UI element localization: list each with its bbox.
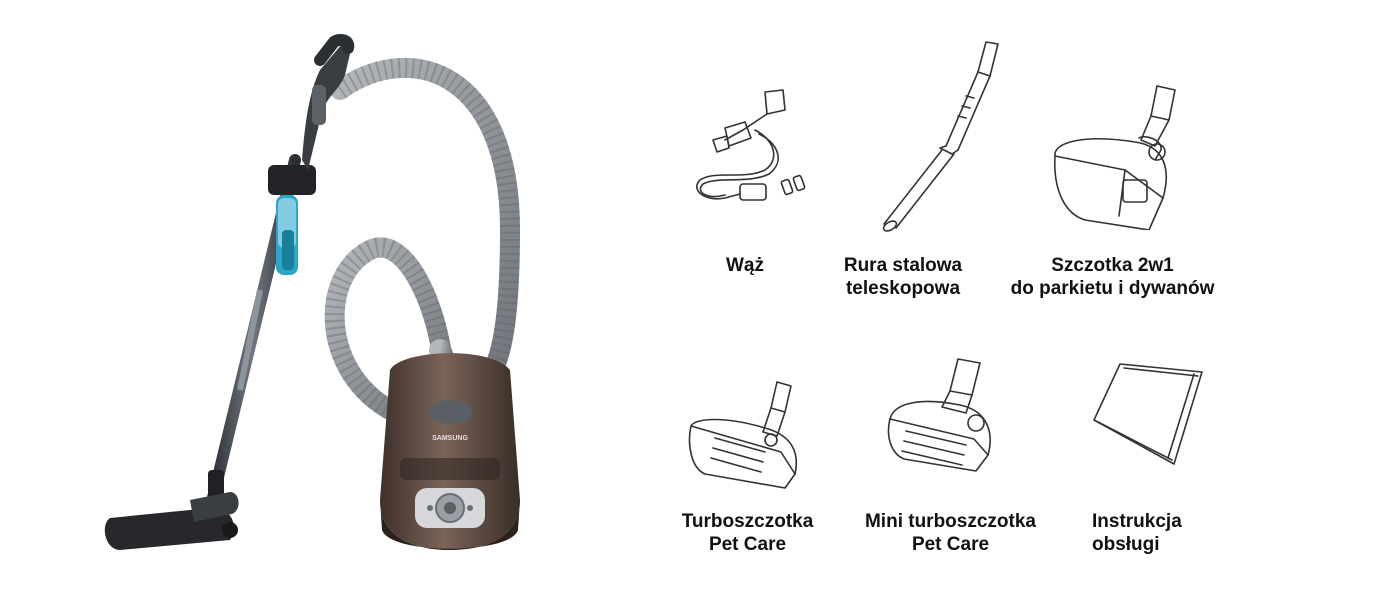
accessory-label-brush-2in1: Szczotka 2w1 do parkietu i dywanów — [1010, 255, 1215, 299]
telescopic-tube-icon — [870, 36, 1010, 236]
hose-icon — [685, 80, 815, 210]
accessory-label-tube: Rura stalowa teleskopowa — [843, 255, 963, 299]
brand-print: SAMSUNG — [432, 435, 468, 442]
accessory-label-manual: Instrukcja obsługi — [1092, 511, 1182, 555]
manual-icon — [1090, 360, 1205, 470]
accessory-label-turbo-brush: Turboszczotka Pet Care — [681, 511, 814, 555]
mini-turbo-brush-icon — [880, 355, 1000, 485]
turbo-brush-icon — [685, 378, 805, 493]
accessory-label-hose: Wąż — [726, 255, 764, 276]
accessory-label-mini-turbo-brush: Mini turboszczotka Pet Care — [864, 511, 1036, 555]
vacuum-cleaner-image: SAMSUNG — [90, 30, 650, 570]
floor-brush-2in1-icon — [1045, 80, 1185, 230]
